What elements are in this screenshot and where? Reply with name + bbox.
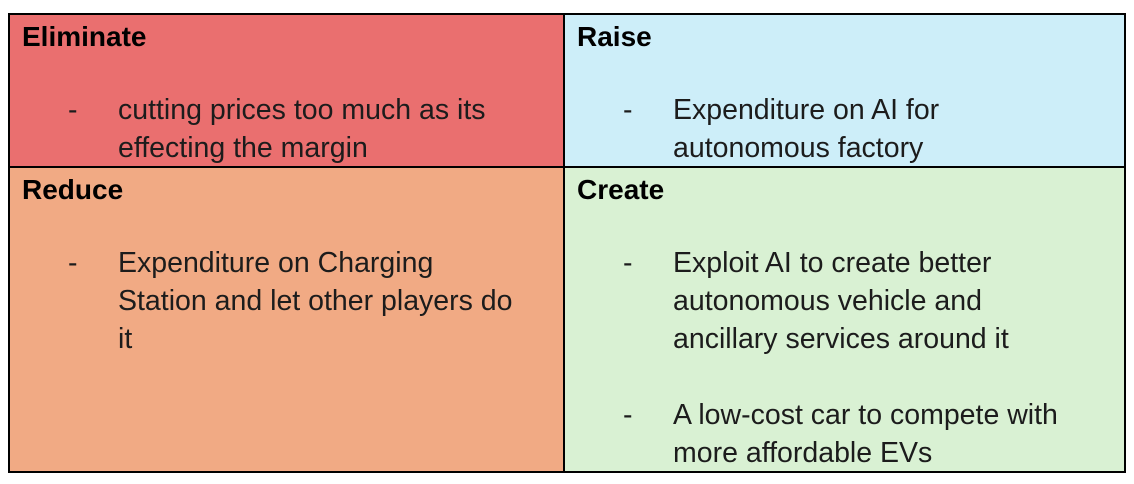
- quadrant-title-eliminate: Eliminate: [22, 21, 147, 52]
- quadrant-title-raise: Raise: [577, 21, 652, 52]
- quadrant-title-reduce: Reduce: [22, 174, 124, 205]
- bullet-text: Expenditure on Charging Station and let …: [118, 247, 513, 355]
- dash-bullet-icon: -: [623, 399, 633, 431]
- quadrant-reduce: Reduce - Expenditure on Charging Station…: [10, 168, 565, 471]
- list-item: - A low-cost car to compete with more af…: [565, 396, 1064, 471]
- errc-grid: Eliminate - cutting prices too much as i…: [8, 13, 1126, 473]
- list-item: - Expenditure on Charging Station and le…: [10, 244, 523, 358]
- quadrant-eliminate: Eliminate - cutting prices too much as i…: [10, 15, 565, 168]
- bullet-text: Exploit AI to create better autonomous v…: [673, 247, 1009, 355]
- bullet-list-eliminate: - cutting prices too much as its effecti…: [10, 91, 543, 166]
- quadrant-create: Create - Exploit AI to create better aut…: [565, 168, 1124, 471]
- list-item: - Exploit AI to create better autonomous…: [565, 244, 1064, 358]
- dash-bullet-icon: -: [68, 94, 78, 126]
- bullet-list-reduce: - Expenditure on Charging Station and le…: [10, 244, 523, 358]
- dash-bullet-icon: -: [623, 94, 633, 126]
- bullet-text: cutting prices too much as its effecting…: [118, 94, 486, 164]
- bullet-list-raise: - Expenditure on AI for autonomous facto…: [565, 91, 1004, 166]
- list-item: - cutting prices too much as its effecti…: [10, 91, 543, 166]
- dash-bullet-icon: -: [68, 247, 78, 279]
- quadrant-raise: Raise - Expenditure on AI for autonomous…: [565, 15, 1124, 168]
- bullet-text: A low-cost car to compete with more affo…: [673, 399, 1058, 469]
- bullet-text: Expenditure on AI for autonomous factory: [673, 94, 940, 164]
- bullet-list-create: - Exploit AI to create better autonomous…: [565, 244, 1064, 471]
- quadrant-title-create: Create: [577, 174, 665, 205]
- list-item: - Expenditure on AI for autonomous facto…: [565, 91, 1004, 166]
- dash-bullet-icon: -: [623, 247, 633, 279]
